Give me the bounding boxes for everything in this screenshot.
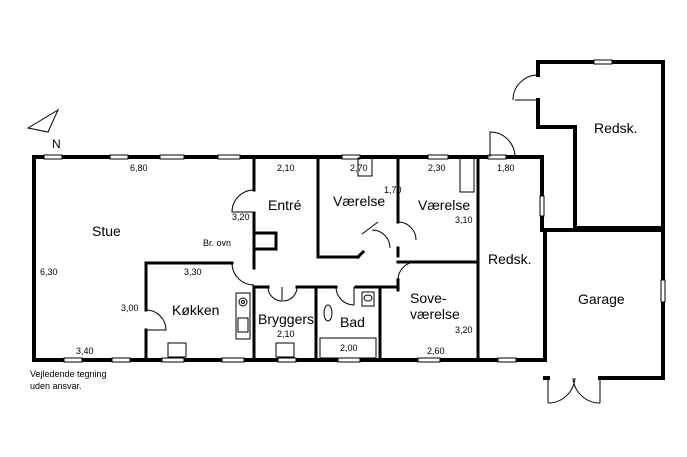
room-label-vaerelse-1: Værelse: [333, 193, 385, 209]
dim-koekken-width: 3,30: [184, 267, 202, 277]
north-label: N: [52, 137, 61, 151]
room-label-sove-2: værelse: [410, 306, 460, 322]
room-label-vaerelse-2: Værelse: [418, 197, 470, 213]
dim-stue-bottom: 3,40: [76, 346, 94, 356]
room-label-entre: Entré: [268, 197, 302, 213]
dim-bad-width: 2,00: [340, 343, 358, 353]
interior-walls: [144, 156, 480, 362]
room-label-redsk-shed: Redsk.: [594, 120, 638, 136]
dim-vaerelse1-height: 1,70: [384, 185, 402, 195]
room-label-koekken: Køkken: [172, 302, 219, 318]
room-label-bryggers: Bryggers: [258, 311, 314, 327]
fixtures: [167, 157, 475, 359]
windows: [43, 154, 666, 363]
dim-sove-width: 2,60: [427, 346, 445, 356]
dim-vaerelse2-width: 2,30: [428, 163, 446, 173]
room-label-redsk: Redsk.: [488, 251, 532, 267]
room-label-sove-1: Sove-: [410, 290, 447, 306]
disclaimer-line-2: uden ansvar.: [30, 381, 82, 391]
dim-bryggers-width: 2,10: [277, 329, 295, 339]
dim-stue-width: 6,80: [130, 163, 148, 173]
room-label-stue: Stue: [92, 223, 121, 239]
dim-koekken-height: 3,00: [121, 303, 139, 313]
room-label-garage: Garage: [578, 291, 625, 307]
disclaimer-line-1: Vejledende tegning: [30, 369, 107, 379]
dim-sove-height: 3,20: [455, 325, 473, 335]
dimension-labels: 6,80 6,30 3,40 3,20 2,10 2,70 1,70 2,30 …: [40, 163, 515, 356]
dim-entre-width: 2,10: [277, 163, 295, 173]
room-labels: Stue Entré Værelse Værelse Redsk. Redsk.…: [92, 120, 638, 330]
dim-redsk-width: 1,80: [497, 163, 515, 173]
room-label-bad: Bad: [340, 314, 365, 330]
dim-vaerelse1-width: 2,70: [350, 163, 368, 173]
doors: [145, 74, 601, 404]
shed-walls: [536, 59, 665, 230]
stove-label: Br. ovn: [203, 238, 231, 248]
dim-stue-inner: 3,20: [232, 212, 250, 222]
north-arrow-icon: N: [26, 108, 61, 151]
dim-stue-height: 6,30: [40, 267, 58, 277]
dim-vaerelse2-height: 3,10: [455, 215, 473, 225]
